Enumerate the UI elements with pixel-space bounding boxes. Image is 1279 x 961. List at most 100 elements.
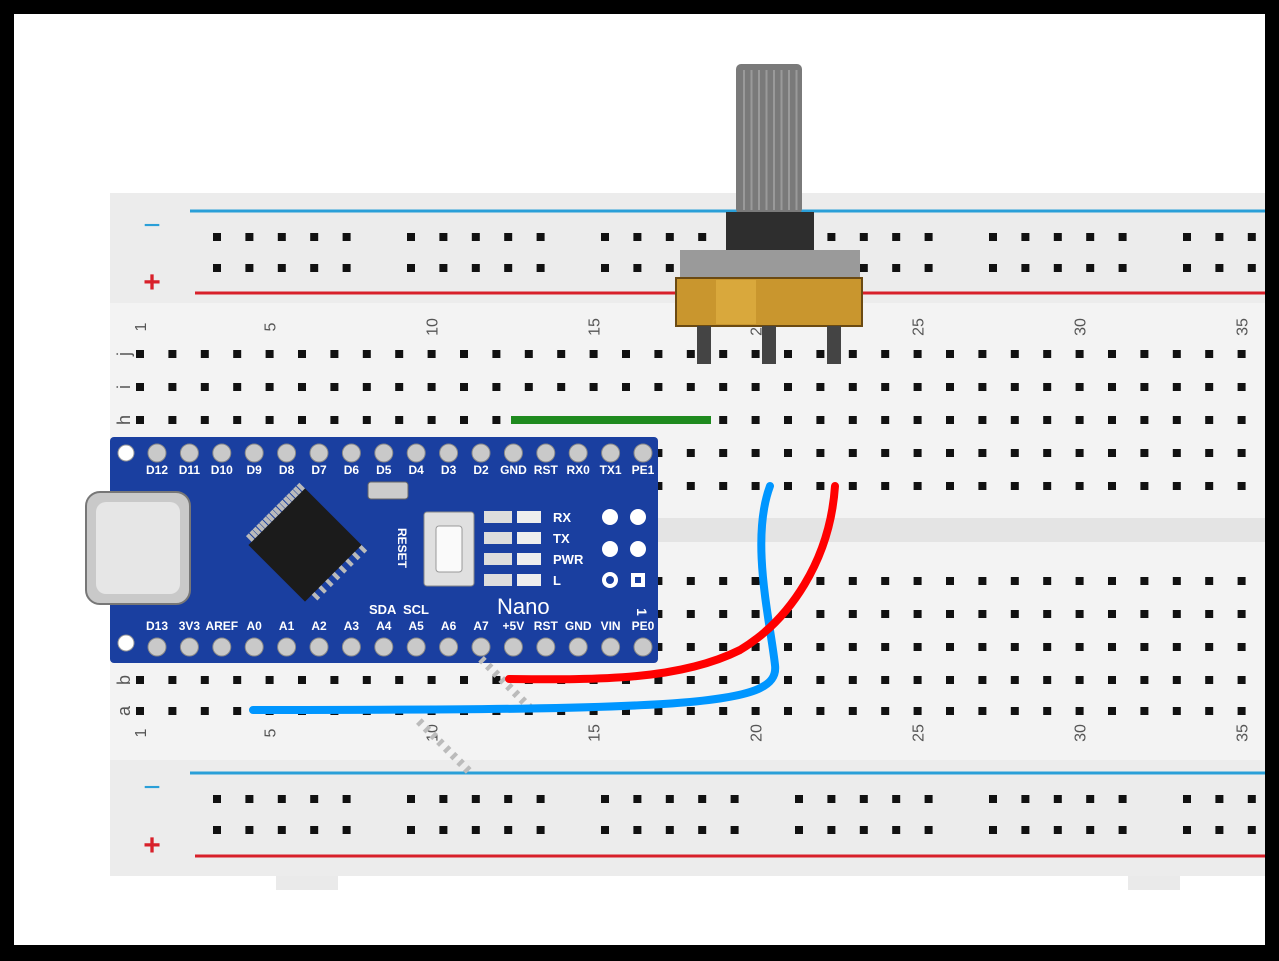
nano-pcb [110,437,658,663]
led [517,532,541,544]
nano-pin [341,443,361,463]
nano-pin [601,637,621,657]
pot-leg-3 [827,326,841,364]
potentiometer [675,64,863,364]
nano-pin [277,637,297,657]
led-label: PWR [553,552,584,567]
blue-wire [249,482,780,714]
nano-pin [309,637,329,657]
reset-button-cap [435,525,463,573]
pot-leg-2 [762,326,776,364]
nano-pin-label: D6 [344,463,360,477]
column-number-bottom: 30 [1073,724,1090,742]
nano-pin-label: D9 [247,463,263,477]
led [517,553,541,565]
column-number-bottom: 25 [911,724,928,742]
nano-pin-label: D7 [311,463,327,477]
nano-side-label: 1 [634,608,650,616]
nano-pin [568,443,588,463]
nano-pin-label: A1 [279,619,295,633]
row-letter: b [114,675,134,685]
resistor [484,553,512,565]
nano-pin-label: D13 [146,619,168,633]
led [517,574,541,586]
nano-pin [179,443,199,463]
nano-pin-label: AREF [205,619,238,633]
nano-pin [503,637,523,657]
nano-pin [503,443,523,463]
nano-pin-label: RST [534,619,559,633]
column-number-bottom: 20 [749,724,766,742]
nano-pin [341,637,361,657]
nano-pin [536,443,556,463]
row-letter: a [114,705,134,716]
nano-pin-label: D3 [441,463,457,477]
column-number-bottom: 15 [587,724,604,742]
nano-pin [471,637,491,657]
pot-bushing [726,212,814,254]
column-number-bottom: 1 [133,728,150,737]
column-number-bottom: 5 [263,728,280,737]
nano-pin [374,443,394,463]
led-label: L [553,573,561,588]
nano-pin [568,637,588,657]
column-number-top: 15 [587,318,604,336]
nano-pin-label: D4 [409,463,425,477]
column-number-bottom: 35 [1235,724,1252,742]
bottom-rail-area [110,760,1265,876]
nano-pin-label: D5 [376,463,392,477]
nano-pin [633,637,653,657]
bottom-minus-label: − [143,771,161,804]
nano-pin-label: D8 [279,463,295,477]
nano-pin-label: GND [565,619,592,633]
nano-pin-label: A6 [441,619,457,633]
status-leds: RX TX PWR L [484,510,584,588]
bottom-plus-label: + [143,829,161,862]
nano-pin [633,443,653,463]
nano-pin [309,443,329,463]
nano-pin-label: D11 [179,463,201,477]
column-number-top: 25 [911,318,928,336]
nano-pin [147,637,167,657]
nano-pin-label: PE0 [632,619,655,633]
resistor [484,574,512,586]
resistor [484,532,512,544]
row-letter: j [114,352,134,357]
nano-pin [244,637,264,657]
column-number-top: 1 [133,322,150,331]
nano-pin [439,637,459,657]
nano-pin-label: A7 [473,619,489,633]
column-number-top: 30 [1073,318,1090,336]
crystal [367,481,409,500]
breadboard-labels: 1155101015152020252530303535jihgfedcba [114,318,1252,742]
nano-pin [374,637,394,657]
top-minus-label: − [143,209,161,242]
nano-pin-label: A3 [344,619,360,633]
row-letter: h [114,415,134,425]
nano-pin [439,443,459,463]
foot-right [1128,876,1180,890]
nano-pin-label: A5 [409,619,425,633]
nano-pin [147,443,167,463]
nano-pin [212,637,232,657]
pot-body-highlight [716,280,756,324]
pot-shaft [736,64,802,214]
mount-hole-top [117,444,135,462]
led-label: TX [553,531,570,546]
nano-pin [601,443,621,463]
nano-pin-label: TX1 [600,463,622,477]
row-letter: i [114,385,134,389]
nano-pin-label: GND [500,463,527,477]
led-label: RX [553,510,571,525]
pot-body [675,277,863,327]
nano-pin-label: VIN [601,619,621,633]
nano-pin [212,443,232,463]
nano-pin [406,443,426,463]
foot-left [276,876,338,890]
nano-pin-label: A4 [376,619,392,633]
red-wire [505,482,839,684]
mount-hole-bottom [117,634,135,652]
